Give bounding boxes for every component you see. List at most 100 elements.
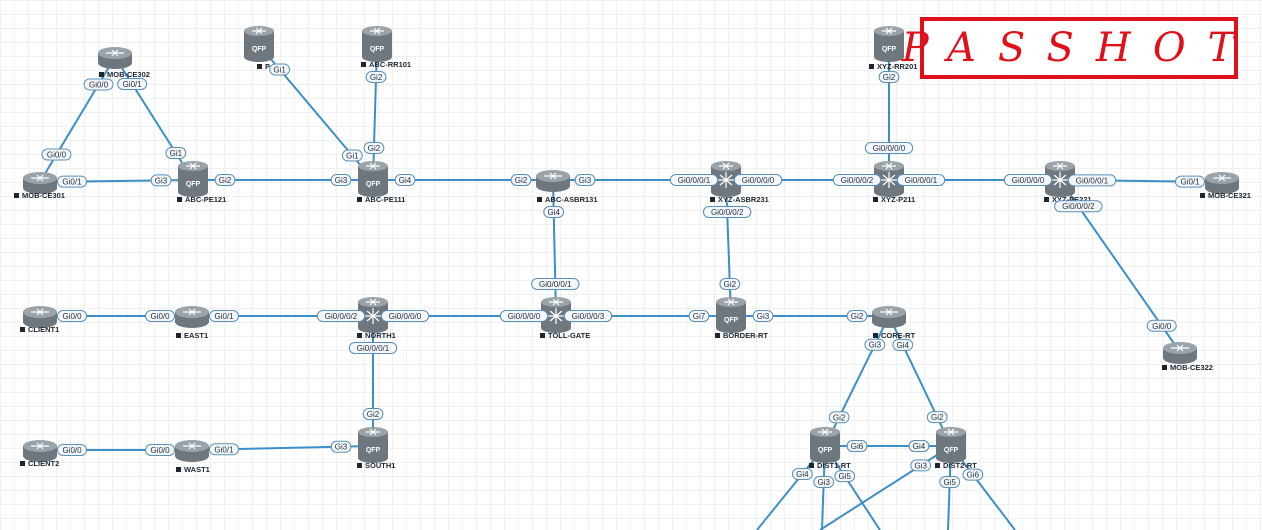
port-label-text: Gi2 bbox=[883, 73, 896, 82]
device-label: WAST1 bbox=[184, 465, 210, 474]
port-label: Gi2 bbox=[362, 408, 384, 420]
port-label: Gi0/0 bbox=[83, 78, 114, 91]
device-north1[interactable]: NORTH1 bbox=[357, 297, 396, 340]
device-status-square bbox=[20, 461, 25, 466]
qfp-badge-text: QFP bbox=[370, 46, 385, 53]
port-label: Gi5 bbox=[939, 475, 961, 488]
device-xyz-pe221[interactable]: XYZ-PE221 bbox=[1044, 161, 1092, 204]
port-label-box bbox=[892, 338, 914, 351]
device-wast1[interactable]: WAST1 bbox=[175, 440, 210, 474]
port-label: Gi0/0/0/3 bbox=[563, 310, 613, 322]
port-label: Gi0/0/0/1 bbox=[348, 342, 398, 354]
port-label-text: Gi3 bbox=[335, 443, 348, 452]
port-label-box bbox=[214, 174, 236, 186]
device-toll-gate[interactable]: TOLL-GATE bbox=[540, 297, 590, 340]
device-client2[interactable]: CLIENT2 bbox=[20, 440, 59, 468]
device-label: XYZ-ASBR231 bbox=[718, 195, 769, 204]
port-label-text: Gi0/0/0/0 bbox=[873, 144, 906, 153]
port-label-box bbox=[719, 278, 741, 291]
port-label: Gi0/1 bbox=[56, 175, 87, 188]
device-abc-asbr131[interactable]: ABC-ASBR131 bbox=[536, 170, 598, 204]
device-status-square bbox=[540, 333, 545, 338]
port-label-text: Gi4 bbox=[399, 176, 412, 185]
port-label-box bbox=[57, 310, 87, 322]
devices-layer: MOB-CE302MOB-CE301QFPABC-PE121QFPPQFPABC… bbox=[14, 26, 1251, 474]
router-icon-arrows bbox=[186, 162, 200, 170]
link-line bbox=[552, 179, 557, 317]
port-label-text: Gi0/0 bbox=[1152, 322, 1172, 331]
device-label: CLIENT2 bbox=[28, 459, 59, 468]
device-east1[interactable]: EAST1 bbox=[175, 306, 209, 340]
device-label: MOB-CE321 bbox=[1208, 191, 1251, 200]
port-label-box bbox=[145, 444, 175, 456]
device-core-rt[interactable]: CORE-RT bbox=[872, 306, 916, 340]
port-label-text: Gi0/1 bbox=[123, 80, 143, 89]
port-label-box bbox=[733, 174, 783, 186]
xr-switch-arrows bbox=[717, 172, 735, 188]
port-label: Gi0/0/0/2 bbox=[832, 174, 882, 186]
port-label-box bbox=[56, 175, 87, 188]
device-label: SOUTH1 bbox=[365, 461, 395, 470]
port-label-box bbox=[341, 149, 363, 162]
device-mob-ce301[interactable]: MOB-CE301 bbox=[14, 172, 65, 200]
port-label-text: Gi3 bbox=[817, 478, 830, 487]
qfp-badge-text: QFP bbox=[944, 447, 959, 454]
router-icon-arrows bbox=[719, 162, 733, 170]
port-label-text: Gi0/1 bbox=[214, 312, 234, 321]
port-label-box bbox=[1175, 175, 1206, 188]
port-label: Gi0/1 bbox=[208, 443, 239, 456]
port-label-box bbox=[846, 310, 868, 322]
port-label-box bbox=[669, 174, 719, 186]
port-label-text: Gi0/1 bbox=[214, 445, 234, 454]
port-label-box bbox=[813, 475, 835, 488]
port-label-box bbox=[878, 71, 900, 83]
router-icon-arrows bbox=[880, 308, 898, 316]
port-label-box bbox=[563, 310, 613, 322]
link-line bbox=[114, 56, 194, 181]
port-label-box bbox=[83, 78, 114, 91]
port-label-text: Gi0/0/0/2 bbox=[841, 176, 874, 185]
port-label-box bbox=[752, 310, 774, 322]
device-mob-ce322[interactable]: MOB-CE322 bbox=[1162, 342, 1213, 372]
port-label: Gi0/0/0/2 bbox=[316, 310, 366, 322]
device-xyz-asbr231[interactable]: XYZ-ASBR231 bbox=[710, 161, 769, 204]
port-label: Gi3 bbox=[574, 174, 596, 186]
device-mob-ce302[interactable]: MOB-CE302 bbox=[98, 47, 150, 79]
port-label-box bbox=[543, 205, 565, 218]
router-icon-arrows bbox=[31, 174, 49, 182]
port-label-box bbox=[57, 444, 87, 456]
router-icon-arrows bbox=[944, 428, 958, 436]
port-label-box bbox=[510, 174, 532, 186]
device-status-square bbox=[357, 333, 362, 338]
port-label-text: Gi0/0 bbox=[62, 446, 82, 455]
router-icon-arrows bbox=[366, 298, 380, 306]
port-label-box bbox=[150, 174, 172, 187]
qfp-badge-text: QFP bbox=[724, 317, 739, 324]
qfp-router-icon-body bbox=[810, 432, 840, 463]
device-status-square bbox=[20, 327, 25, 332]
port-label-box bbox=[834, 470, 856, 483]
device-xyz-p211[interactable]: XYZ-P211 bbox=[873, 161, 915, 204]
port-label-box bbox=[531, 278, 580, 291]
port-label-box bbox=[380, 310, 430, 322]
port-label-box bbox=[362, 408, 384, 420]
xr-switch-arrows bbox=[364, 308, 382, 324]
device-status-square bbox=[177, 197, 182, 202]
device-status-square bbox=[361, 62, 366, 67]
port-label: Gi0/0 bbox=[1146, 319, 1177, 332]
port-label-text: Gi2 bbox=[515, 176, 528, 185]
port-label: Gi3 bbox=[813, 475, 835, 488]
device-mob-ce321[interactable]: MOB-CE321 bbox=[1200, 172, 1251, 200]
device-client1[interactable]: CLIENT1 bbox=[20, 306, 59, 334]
port-label: Gi0/0 bbox=[57, 444, 87, 456]
port-label: Gi0/0/0/0 bbox=[864, 142, 914, 154]
